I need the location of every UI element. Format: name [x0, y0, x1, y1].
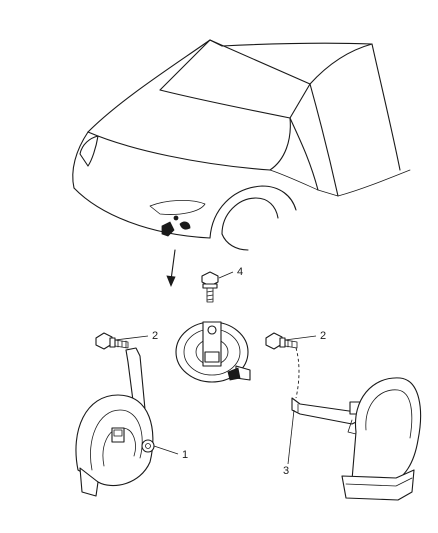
bolt-part-4 — [201, 271, 234, 303]
bolt-part-2-right — [265, 332, 317, 399]
car-front-illustration — [72, 39, 411, 251]
callout-3: 3 — [283, 465, 289, 477]
callout-2-right: 2 — [320, 330, 326, 342]
callout-2-left: 2 — [152, 330, 158, 342]
callout-1: 1 — [182, 449, 188, 461]
location-arrow — [166, 249, 176, 288]
callout-4: 4 — [237, 266, 243, 278]
center-horn — [175, 321, 251, 383]
bolt-part-2-left — [95, 332, 149, 350]
left-horn-part-1 — [75, 347, 179, 497]
right-horn-part-3 — [287, 377, 422, 501]
